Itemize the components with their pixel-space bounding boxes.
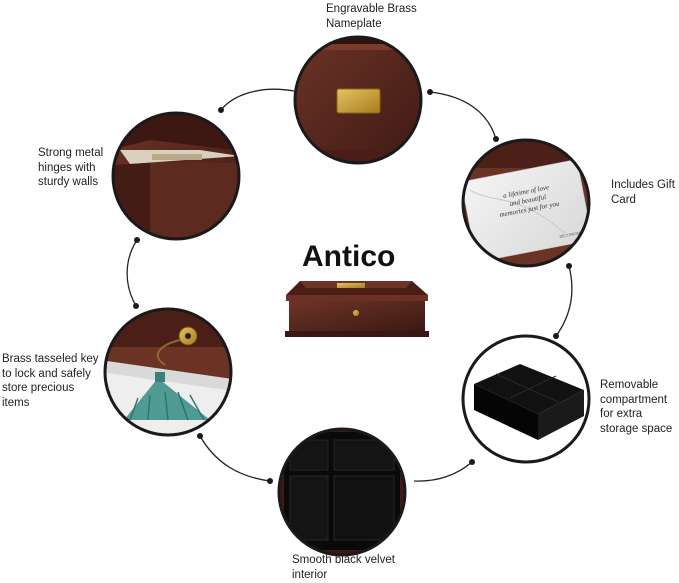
- connector-3: [555, 265, 573, 337]
- tassel-key-photo: [105, 309, 231, 435]
- brass-nameplate-photo: [295, 37, 421, 163]
- jewelry-box-photo: [285, 281, 429, 337]
- connector-4: [413, 461, 473, 482]
- hinge-photo: [113, 113, 239, 239]
- feature-label-velvet: Smooth black velvet interior: [292, 554, 395, 581]
- connector-1: [220, 88, 295, 111]
- tray-photo: [463, 336, 589, 462]
- feature-label-key: Brass tasseled key to lock and safely st…: [2, 353, 99, 409]
- gift-card-brand: DECOMOMO: [559, 230, 583, 239]
- feature-label-nameplate: Engravable Brass Nameplate: [326, 3, 417, 30]
- gift-card-photo: a lifetime of love and beautiful memorie…: [463, 140, 589, 266]
- feature-label-hinges: Strong metal hinges with sturdy walls: [38, 147, 104, 188]
- product-title: Antico: [302, 240, 396, 273]
- feature-label-compartment: Removable compartment for extra storage …: [600, 379, 673, 435]
- connector-6: [126, 239, 138, 307]
- connector-2: [429, 91, 497, 140]
- connector-5: [199, 435, 271, 482]
- feature-label-gift-card: Includes Gift Card: [611, 179, 675, 206]
- connector-lines: [126, 88, 573, 482]
- connector-dots: [133, 89, 572, 484]
- velvet-interior-photo: [279, 429, 405, 555]
